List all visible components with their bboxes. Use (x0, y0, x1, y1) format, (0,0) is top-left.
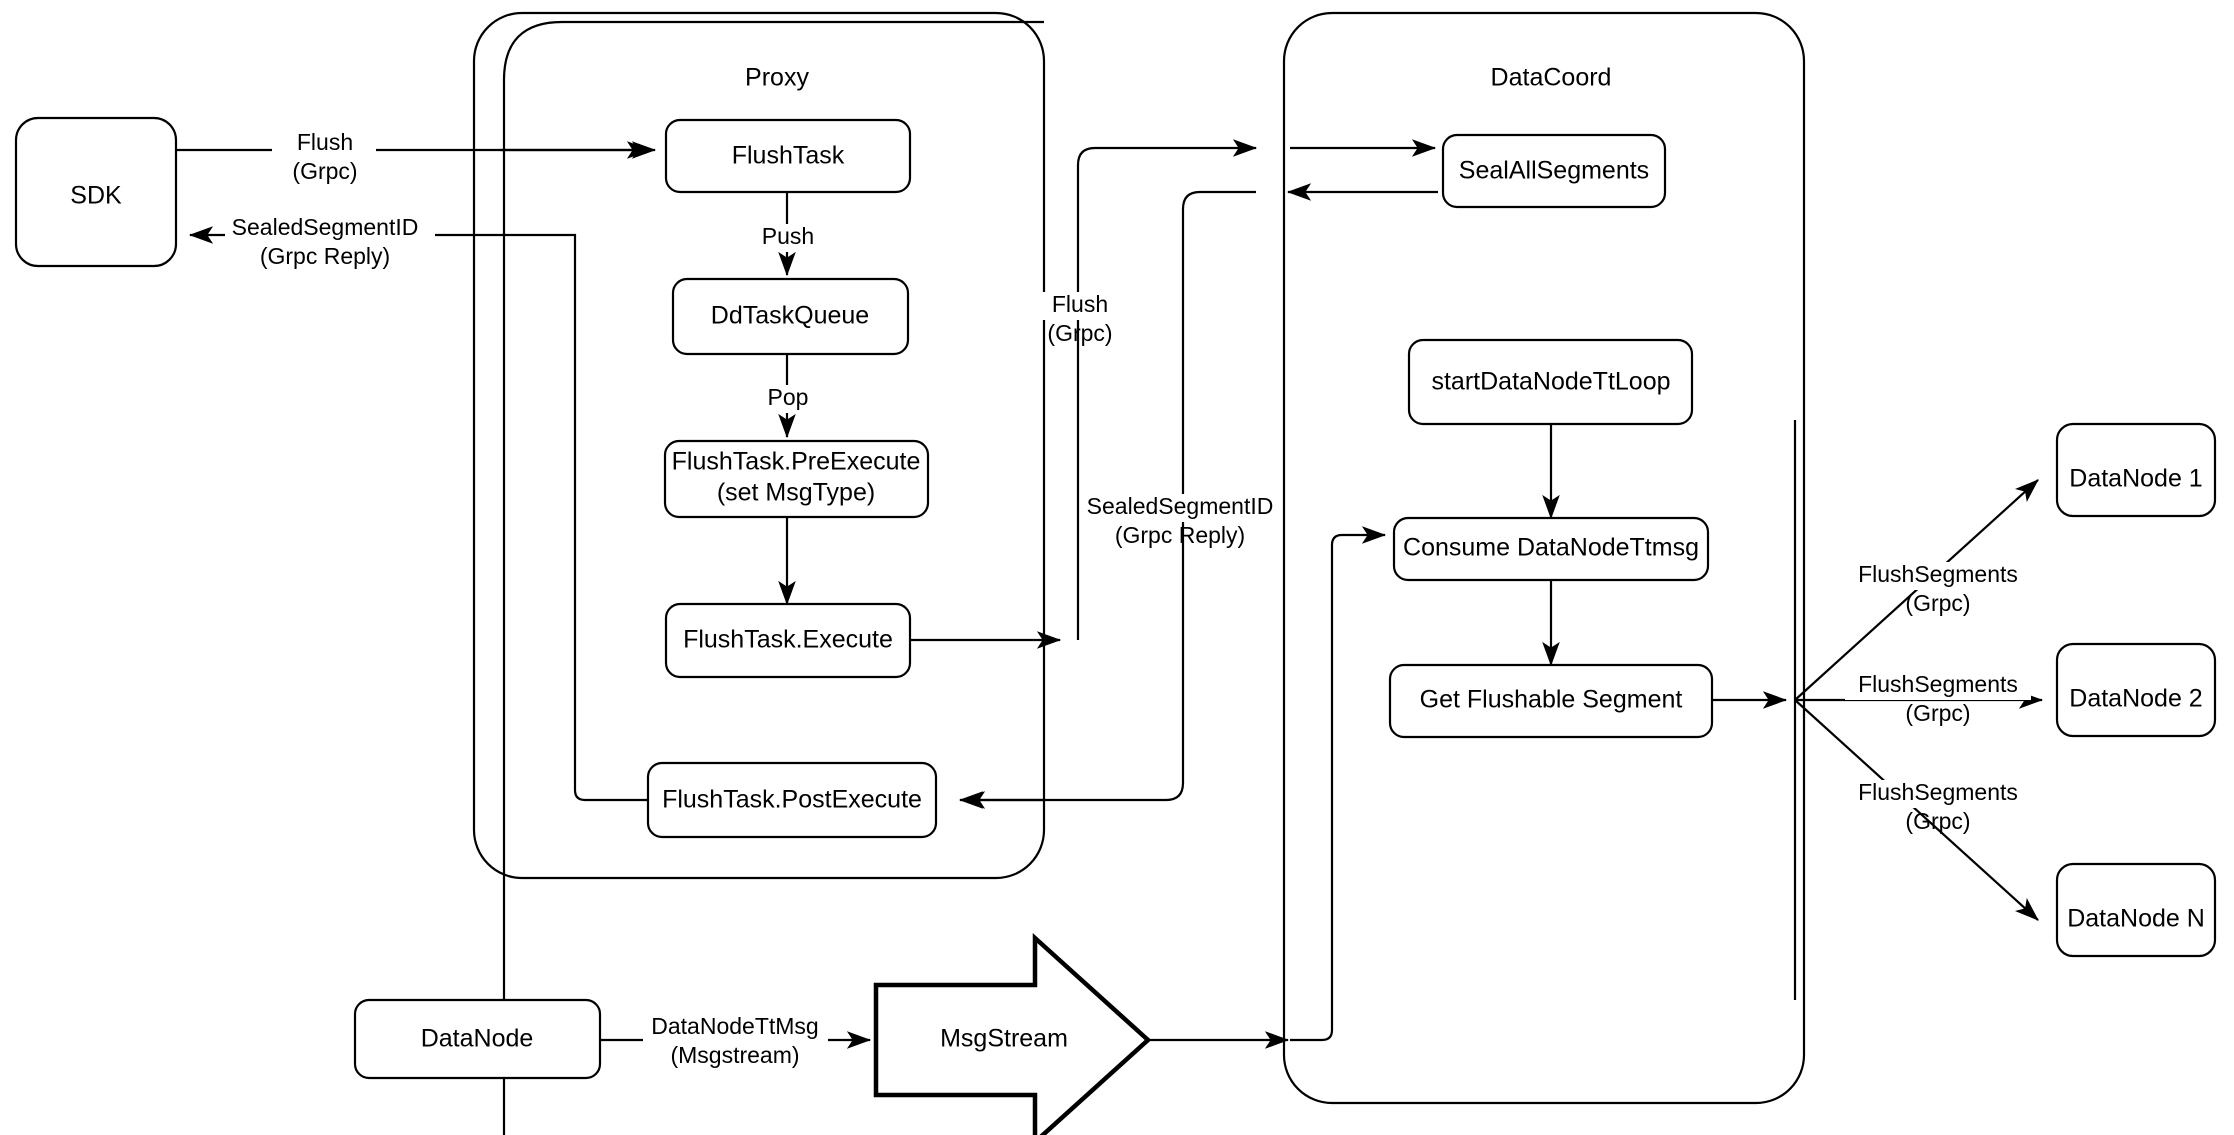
edge-label-pop: Pop (756, 384, 820, 413)
node-datanode-n[interactable]: DataNode N (2055, 862, 2217, 958)
datanode-2-label: DataNode 2 (2069, 685, 2202, 713)
datanode-1-label: DataNode 1 (2069, 465, 2202, 493)
label-sealedsegmentid-coord-line1: SealedSegmentID (1087, 493, 1274, 519)
edge-label-proxy-to-coord: Flush (Grpc) (1036, 291, 1124, 346)
label-datanodettmsg-line2: (Msgstream) (670, 1042, 799, 1068)
postexecute-label: FlushTask.PostExecute (662, 786, 922, 814)
edge-label-flushsegments-1: FlushSegments (Grpc) (1845, 561, 2031, 616)
edge-label-coord-to-proxy: SealedSegmentID (Grpc Reply) (1084, 493, 1273, 548)
label-datanodettmsg-line1: DataNodeTtMsg (651, 1013, 818, 1039)
label-flushsegments-n-line1: FlushSegments (1858, 779, 2018, 805)
label-sealedsegmentid-coord-line2: (Grpc Reply) (1115, 522, 1245, 548)
startdatanodettloop-label: startDataNodeTtLoop (1431, 368, 1670, 396)
label-flushsegments-1-line1: FlushSegments (1858, 561, 2018, 587)
sdk-box[interactable] (14, 116, 178, 268)
datacoord-title: DataCoord (1491, 64, 1612, 92)
flushtask-box[interactable] (664, 118, 912, 194)
consume-datanodettmsg-box[interactable] (1392, 516, 1710, 582)
get-flushable-segment-label: Get Flushable Segment (1420, 686, 1683, 714)
flushtask-label: FlushTask (732, 142, 845, 170)
preexecute-label-line2: (set MsgType) (717, 479, 875, 507)
edge-label-flushsegments-2: FlushSegments (Grpc) (1845, 671, 2031, 726)
node-datanode-1[interactable]: DataNode 1 (2055, 422, 2217, 518)
consume-datanodettmsg-label: Consume DataNodeTtmsg (1403, 534, 1699, 562)
node-execute[interactable]: FlushTask.Execute (664, 602, 912, 679)
edge-label-sdk-to-proxy: Flush (Grpc) (272, 129, 376, 184)
node-startdatanodettloop[interactable]: startDataNodeTtLoop (1407, 338, 1694, 426)
datanode-n-box[interactable] (2055, 862, 2217, 958)
msgstream-arrow-shape[interactable] (873, 932, 1152, 1135)
execute-label: FlushTask.Execute (683, 626, 893, 654)
node-datanode-source[interactable]: DataNode (353, 998, 602, 1080)
edge-label-proxy-to-sdk: SealedSegmentID (Grpc Reply) (225, 214, 435, 269)
ddtaskqueue-box[interactable] (671, 277, 910, 356)
datanode-n-label: DataNode N (2067, 905, 2205, 933)
edge-msgstream-to-consume (1290, 526, 1387, 1042)
label-sealedsegmentid-line1: SealedSegmentID (232, 214, 419, 240)
preexecute-label-line1: FlushTask.PreExecute (672, 448, 921, 476)
datanode-source-box[interactable] (353, 998, 602, 1080)
node-sealallsegments[interactable]: SealAllSegments (1441, 133, 1667, 209)
label-flushsegments-1-line2: (Grpc) (1905, 590, 1970, 616)
sealallsegments-label: SealAllSegments (1459, 157, 1649, 185)
node-msgstream[interactable]: MsgStream (873, 932, 1152, 1135)
startdatanodettloop-box[interactable] (1407, 338, 1694, 426)
node-preexecute[interactable]: FlushTask.PreExecute (set MsgType) (663, 439, 930, 519)
execute-box[interactable] (664, 602, 912, 679)
msgstream-label: MsgStream (940, 1025, 1068, 1053)
get-flushable-segment-box[interactable] (1388, 663, 1714, 739)
node-sdk[interactable]: SDK (14, 116, 178, 268)
datanode-2-box[interactable] (2055, 642, 2217, 738)
edge-label-datanode-ttmsg: DataNodeTtMsg (Msgstream) (643, 1013, 828, 1068)
label-flush-grpc-line2: (Grpc) (292, 158, 357, 184)
label-flush-coord-line1: Flush (1052, 291, 1108, 317)
label-pop: Pop (768, 384, 809, 410)
datanode-source-label: DataNode (421, 1025, 534, 1053)
sealallsegments-box[interactable] (1441, 133, 1667, 209)
edge-label-flushsegments-n: FlushSegments (Grpc) (1845, 779, 2031, 834)
label-flush-coord-line2: (Grpc) (1047, 320, 1112, 346)
proxy-title: Proxy (745, 64, 809, 92)
label-push: Push (762, 223, 814, 249)
label-flushsegments-n-line2: (Grpc) (1905, 808, 1970, 834)
edge-execute-to-datacoord (910, 139, 1258, 649)
edge-label-push: Push (752, 223, 824, 252)
label-flushsegments-2-line1: FlushSegments (1858, 671, 2018, 697)
preexecute-box[interactable] (663, 439, 930, 519)
node-flushtask[interactable]: FlushTask (664, 118, 912, 194)
node-datanode-2[interactable]: DataNode 2 (2055, 642, 2217, 738)
node-get-flushable-segment[interactable]: Get Flushable Segment (1388, 663, 1714, 739)
node-ddtaskqueue[interactable]: DdTaskQueue (671, 277, 910, 356)
postexecute-box[interactable] (646, 761, 938, 839)
edge-postexecute-to-sdk (188, 226, 647, 802)
ddtaskqueue-label: DdTaskQueue (711, 302, 869, 330)
label-flush-grpc-line1: Flush (297, 129, 353, 155)
sdk-label: SDK (70, 182, 122, 210)
proxy-left-bus (502, 20, 1044, 1135)
node-consume-datanodettmsg[interactable]: Consume DataNodeTtmsg (1392, 516, 1710, 582)
datanode-1-box[interactable] (2055, 422, 2217, 518)
edge-junction-to-datanoden (1794, 699, 2039, 921)
label-flushsegments-2-line2: (Grpc) (1905, 700, 1970, 726)
node-postexecute[interactable]: FlushTask.PostExecute (646, 761, 938, 839)
label-sealedsegmentid-line2: (Grpc Reply) (260, 243, 390, 269)
